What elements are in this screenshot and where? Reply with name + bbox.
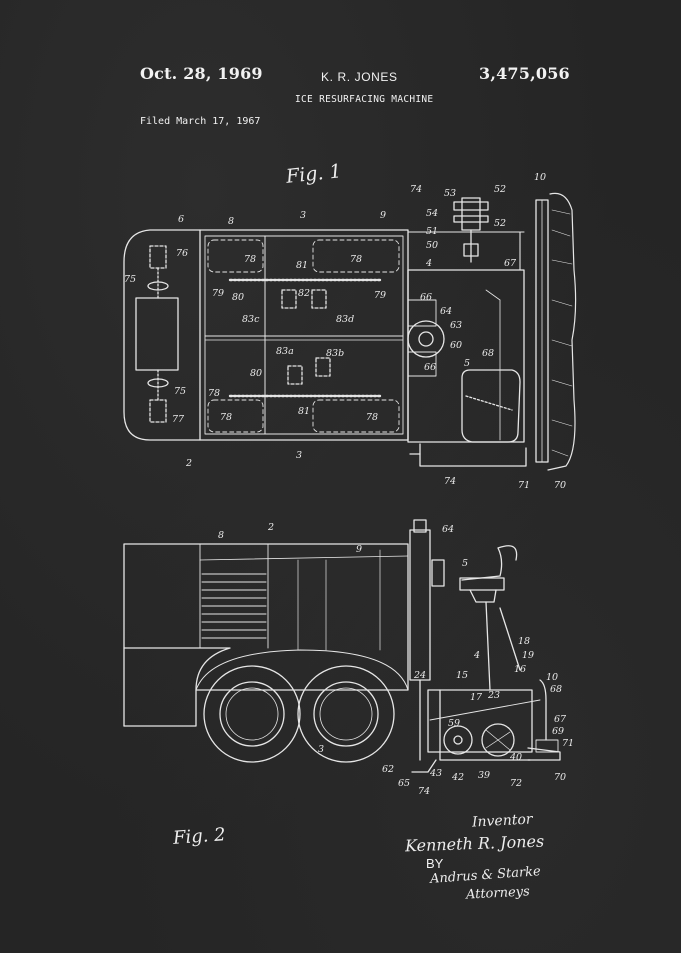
patent-number: 3,475,056: [479, 64, 570, 83]
ref-num: 60: [450, 340, 462, 351]
ref-num: 68: [550, 684, 562, 695]
inventor-header: K. R. JONES: [321, 70, 398, 84]
ref-num: 68: [482, 348, 494, 359]
ref-num: 83b: [326, 348, 344, 359]
fig1-reference-numerals: 6 76 8 3 9 74 53 52 10 54 51 52 50 67 4 …: [124, 172, 566, 491]
ref-num: 2: [267, 522, 274, 533]
ref-num: 78: [208, 388, 220, 399]
ref-num: 82: [298, 288, 310, 299]
ref-num: 4: [425, 258, 432, 269]
ref-num: 81: [298, 406, 310, 417]
ref-num: 15: [456, 670, 468, 681]
ref-num: 79: [212, 288, 224, 299]
ref-num: 71: [518, 480, 530, 491]
ref-num: 77: [172, 414, 185, 425]
ref-num: 52: [494, 184, 506, 195]
ref-num: 53: [444, 188, 456, 199]
ref-num: 52: [494, 218, 506, 229]
ref-num: 78: [366, 412, 378, 423]
ref-num: 40: [509, 752, 522, 763]
ref-num: 83d: [336, 314, 354, 325]
fig2-reference-numerals: 8 2 9 64 5 18 4 19 16 15 10 24 17 23 68 …: [218, 522, 574, 797]
ref-num: 5: [462, 558, 468, 569]
ref-num: 75: [174, 386, 186, 397]
ref-num: 63: [450, 320, 462, 331]
ref-num: 6: [178, 214, 184, 225]
ref-num: 69: [552, 726, 564, 737]
ref-num: 10: [546, 672, 558, 683]
filed-date: Filed March 17, 1967: [140, 116, 261, 127]
ref-num: 39: [478, 770, 490, 781]
ref-num: 79: [374, 290, 386, 301]
ref-num: 16: [514, 664, 526, 675]
ref-num: 78: [220, 412, 232, 423]
ref-num: 54: [426, 208, 438, 219]
ref-num: 83c: [242, 314, 260, 325]
ref-num: 71: [562, 738, 574, 749]
ref-num: 67: [504, 258, 517, 269]
ref-num: 59: [448, 718, 460, 729]
inventor-label: Inventor: [471, 811, 533, 831]
fig1-plan-view: [123, 192, 577, 471]
ref-num: 43: [429, 768, 442, 779]
ref-num: 74: [444, 476, 456, 487]
patent-title: ICE RESURFACING MACHINE: [295, 94, 434, 105]
ref-num: 19: [522, 650, 534, 661]
ref-num: 80: [250, 368, 262, 379]
ref-num: 64: [442, 524, 454, 535]
ref-num: 78: [350, 254, 362, 265]
ref-num: 5: [464, 358, 470, 369]
ref-num: 51: [426, 226, 438, 237]
ref-num: 80: [232, 292, 244, 303]
ref-num: 3: [318, 744, 324, 755]
ref-num: 74: [418, 786, 430, 797]
ref-num: 66: [420, 292, 432, 303]
ref-num: 3: [300, 210, 306, 221]
ref-num: 74: [410, 184, 422, 195]
ref-num: 67: [554, 714, 567, 725]
by-label: BY: [426, 856, 444, 871]
ref-num: 72: [510, 778, 522, 789]
ref-num: 75: [124, 274, 136, 285]
ref-num: 70: [554, 772, 566, 783]
ref-num: 10: [534, 172, 546, 183]
ref-num: 50: [426, 240, 438, 251]
ref-num: 42: [451, 772, 464, 783]
ref-num: 64: [440, 306, 452, 317]
ref-num: 9: [356, 544, 362, 555]
ref-num: 4: [473, 650, 480, 661]
patent-date: Oct. 28, 1969: [140, 64, 263, 83]
ref-num: 70: [554, 480, 566, 491]
ref-num: 17: [470, 692, 483, 703]
ref-num: 9: [380, 210, 386, 221]
ref-num: 65: [398, 778, 410, 789]
ref-num: 8: [218, 530, 224, 541]
ref-num: 62: [382, 764, 394, 775]
fig2-side-view: [123, 519, 561, 773]
ref-num: 78: [244, 254, 256, 265]
ref-num: 76: [176, 248, 188, 259]
ref-num: 24: [413, 670, 426, 681]
ref-num: 83a: [276, 346, 294, 357]
ref-num: 66: [424, 362, 436, 373]
ref-num: 23: [487, 690, 500, 701]
ref-num: 81: [296, 260, 308, 271]
ref-num: 3: [296, 450, 302, 461]
ref-num: 2: [185, 458, 192, 469]
ref-num: 8: [228, 216, 234, 227]
ref-num: 18: [518, 636, 530, 647]
